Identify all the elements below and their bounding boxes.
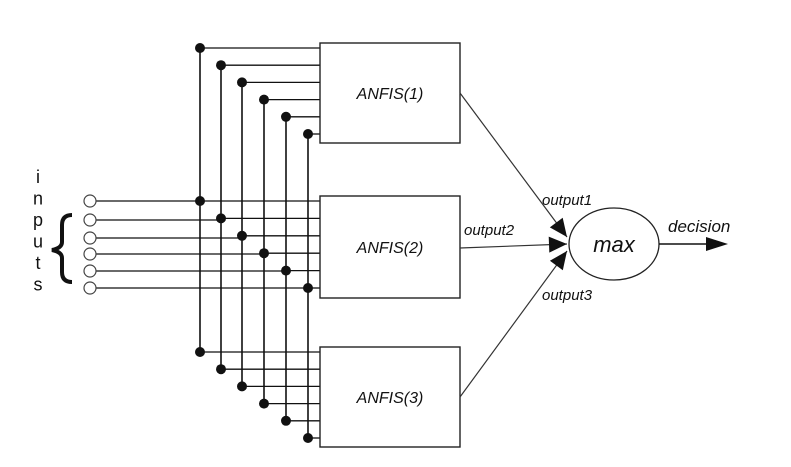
junction-dot — [237, 77, 247, 88]
junction-dot — [303, 433, 313, 443]
anfis-label: ANFIS(2) — [356, 240, 424, 257]
input-terminal[interactable] — [83, 264, 97, 278]
decision-arrow-icon — [706, 237, 728, 251]
junction-dot — [281, 415, 291, 426]
junction-dot — [216, 213, 226, 224]
junction-nodes — [195, 43, 313, 443]
output3-label: output3 — [542, 287, 593, 304]
output1-arrow-icon — [549, 217, 567, 237]
anfis-block-3[interactable]: ANFIS(3) — [319, 346, 461, 448]
anfis-box — [319, 346, 461, 448]
input-terminal[interactable] — [83, 281, 97, 295]
input-terminal[interactable] — [83, 231, 97, 245]
anfis-block-2[interactable]: ANFIS(2) — [319, 195, 461, 299]
junction-dot — [303, 129, 313, 139]
output-connections — [459, 92, 568, 398]
inputs-letter: i — [36, 167, 40, 187]
junction-dot — [195, 43, 205, 53]
junction-dot — [259, 398, 269, 409]
anfis-box — [319, 195, 461, 299]
decision-label: decision — [668, 217, 730, 236]
inputs-letter: t — [35, 253, 40, 273]
output1-line — [459, 92, 568, 238]
junction-dot — [195, 347, 205, 357]
anfis-block-1[interactable]: ANFIS(1) — [319, 42, 461, 144]
junction-dot — [216, 60, 226, 71]
anfis-label: ANFIS(3) — [356, 390, 424, 407]
output2-arrow-icon — [548, 236, 567, 253]
junction-dot — [281, 265, 291, 276]
junction-dot — [237, 230, 247, 241]
junction-dot — [259, 248, 269, 259]
junction-dot — [195, 196, 205, 206]
inputs-letter: s — [34, 275, 43, 295]
max-label: max — [593, 232, 636, 257]
inputs-letter: n — [33, 189, 43, 209]
junction-dot — [303, 283, 313, 293]
inputs-letter: p — [33, 210, 43, 230]
input-brace-icon — [51, 213, 73, 284]
junction-dot — [237, 381, 247, 392]
output3-line — [459, 250, 568, 398]
output3-arrow-icon — [549, 251, 567, 271]
input-terminal[interactable] — [83, 247, 97, 261]
inputs-letter: u — [33, 232, 43, 252]
wiring — [96, 47, 320, 439]
junction-dot — [216, 364, 226, 375]
input-terminal[interactable] — [83, 213, 97, 227]
junction-dot — [281, 111, 291, 122]
anfis-label: ANFIS(1) — [356, 86, 424, 103]
junction-dot — [259, 94, 269, 105]
input-terminal[interactable] — [83, 194, 97, 208]
output2-label: output2 — [464, 222, 515, 239]
output1-label: output1 — [542, 192, 592, 209]
input-terminals — [83, 194, 97, 295]
